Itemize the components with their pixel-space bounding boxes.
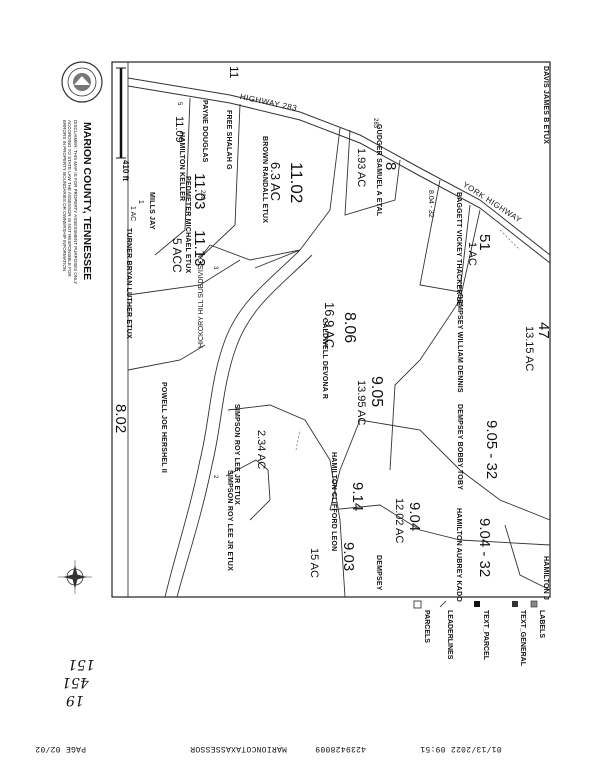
legend-label-text-general: TEXT_GENERAL — [519, 610, 526, 667]
fax-sender: MARIONCOTAXASSESSOR — [190, 744, 287, 753]
parcel-acres-11-13: 5 ACC — [170, 238, 184, 273]
parcel-owner-8-02: POWELL JOE HERSHEL II — [160, 382, 167, 474]
parcel-boundary — [127, 259, 241, 296]
parcel-number-8: 8 — [382, 162, 399, 171]
scale-label: 410 ft — [121, 160, 130, 181]
parcel-number-47: 47 — [535, 322, 552, 339]
label-5: 5 — [176, 102, 182, 106]
parcel-boundary — [199, 103, 241, 259]
parcel-acres-47: 13.15 AC — [523, 326, 535, 372]
label-1-ac: 1 AC — [129, 206, 136, 222]
parcel-boundary — [254, 127, 341, 269]
legend-label-text-parcel: TEXT_PARCEL — [482, 610, 489, 661]
parcel-owner-8: GUDGER SAMUEL A ETAL — [375, 124, 382, 217]
parcel-boundary — [419, 179, 471, 293]
legend-label-labels: LABELS — [538, 610, 545, 638]
legend-swatch-text-general — [512, 601, 518, 607]
label-free: FREE SHALAH G — [225, 110, 232, 170]
highway-283-road — [127, 77, 551, 256]
label-8-04-32: 8.04 - 32 — [427, 190, 434, 218]
label-11-09: 11.09 — [173, 116, 185, 143]
legend-swatch-parcels — [413, 600, 422, 609]
label-239: 239 — [199, 190, 205, 201]
parcel-boundary — [329, 504, 551, 546]
parcel-boundary — [329, 419, 361, 511]
parcel-boundary — [389, 209, 481, 471]
parcel-owner-9-14: HAMILTON CLIFFORD LEON — [330, 452, 337, 552]
parcel-acres-9-03: 15 AC — [308, 548, 320, 578]
county-seal-logo — [61, 61, 103, 103]
parcel-number-9-05-32: 9.05 - 32 — [483, 420, 500, 480]
label-3: 3 — [212, 266, 218, 270]
parcel-boundary — [127, 344, 206, 371]
fax-page: PAGE 02/02 — [35, 744, 87, 753]
parcel-owner-9-05: DEMPSEY BOBBY TOBY — [456, 404, 463, 491]
parcel-number-8-02: 8.02 — [112, 404, 129, 434]
parcel-owner-9-04: HAMILTON AUBREY KADO — [455, 508, 462, 602]
handwritten-note-1: 151 — [68, 656, 95, 672]
map-frame — [111, 61, 551, 598]
parcel-number-9-04: 9.04 — [406, 502, 423, 532]
label-davis: DAVIS JAMES B ETUX — [542, 66, 549, 145]
parcel-acres-8: 1.93 AC — [355, 148, 367, 188]
subdivision-road — [164, 249, 301, 598]
parcel-owner-51: BAGGETT VICKEY THACKER LE — [455, 192, 462, 307]
parcel-owner-11-13: TURNER BRYAN LUTHER ETUX — [125, 228, 132, 339]
label-lot-1: 1 — [137, 200, 144, 204]
parcel-boundary — [227, 404, 346, 598]
fax-number: 4239428009 — [315, 744, 367, 753]
legend-swatch-leaderlines — [439, 600, 447, 608]
label-payne: PAYNE DOUGLAS — [201, 100, 208, 163]
subdivision-road-edge — [176, 254, 313, 598]
parcel-number-8-06: 8.06 — [341, 312, 358, 344]
label-mills: MILLS JAY — [148, 192, 155, 230]
leader-line — [499, 229, 521, 251]
highway-283-road-edge — [127, 85, 551, 264]
parcel-acres-9-05: 13.95 AC — [355, 380, 367, 426]
fax-date-time: 01/13/2022 09:51 — [420, 744, 502, 753]
legend-label-leaderlines: LEADERLINES — [446, 610, 453, 660]
label-11: 11 — [227, 66, 241, 79]
compass-rose-icon — [58, 560, 92, 594]
parcel-acres-11-02: 6.3 AC — [268, 162, 283, 202]
parcel-boundary — [154, 97, 191, 256]
parcel-acres-51: 1 AC — [466, 242, 478, 266]
leader-line — [295, 429, 301, 451]
parcel-number-51: 51 — [476, 234, 493, 251]
parcel-owner-47: DEMPSEY WILLIAM DENNIS — [456, 294, 463, 393]
handwritten-note-2: 451 — [62, 674, 89, 690]
parcel-number-9-04-32: 9.04 - 32 — [476, 518, 493, 578]
legend-label-parcels: PARCELS — [423, 610, 430, 643]
parcel-boundary — [504, 524, 551, 591]
county-title: MARION COUNTY, TENNESSEE — [81, 122, 93, 281]
parcel-boundary — [359, 419, 551, 521]
parcel-owner-simpson: SIMPSON ROY LEE JR ETUX — [233, 404, 240, 505]
parcel-owner-11-02: BROWN RANDALL ETUX — [261, 136, 268, 224]
parcel-number-9-05: 9.05 — [368, 376, 385, 408]
label-simpson-2: SIMPSON ROY LEE JR ETUX — [226, 470, 233, 571]
legend-swatch-text-parcel — [474, 601, 480, 607]
parcel-owner-9-03: DEMPSEY — [375, 555, 382, 591]
parcel-boundary — [344, 129, 401, 216]
label-283: 283 — [372, 118, 378, 129]
label-2: 2 — [212, 475, 218, 479]
parcel-owner-8-06: CALDWELL DEVONA R — [321, 318, 328, 400]
handwritten-note-3: 19 — [66, 692, 84, 708]
parcel-number-9-14: 9.14 — [349, 482, 366, 512]
parcel-acres-9-04: 12.02 AC — [393, 498, 405, 544]
parcel-boundary — [199, 244, 301, 261]
label-hamilton-j: HAMILTON J — [542, 556, 549, 601]
legend-swatch-labels — [530, 600, 538, 608]
disclaimer-text: DISCLAIMER: THIS MAP IS FOR PROPERTY ASS… — [62, 120, 78, 285]
parcel-number-11-02: 11.02 — [287, 162, 306, 204]
parcel-owner-11-03: PEDMETER MICHAEL ETUX — [184, 176, 191, 274]
parcel-number-9-03: 9.03 — [340, 542, 357, 572]
parcel-acres-simpson: 2.34 AC — [255, 430, 267, 470]
parcel-boundary — [225, 459, 271, 521]
label-hickory-hill: HICKORY HILL SUBDIVISION — [198, 252, 205, 348]
